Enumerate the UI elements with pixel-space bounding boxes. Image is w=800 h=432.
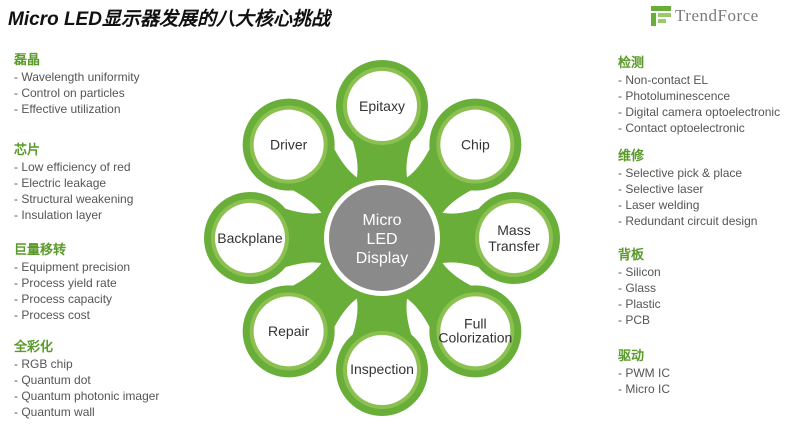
- section-heading: 驱动: [618, 348, 645, 363]
- list-item: - Photoluminescence: [618, 89, 731, 103]
- list-item: - Control on particles: [14, 86, 125, 100]
- list-item: - Contact optoelectronic: [618, 121, 745, 135]
- list-item: - Plastic: [618, 297, 661, 311]
- section-heading: 检测: [618, 55, 645, 70]
- list-item: - Laser welding: [618, 198, 700, 212]
- petal-label-full-colorization: Colorization: [438, 330, 512, 346]
- list-item: - Process yield rate: [14, 276, 117, 290]
- trendforce-logo: TrendForce: [650, 5, 759, 27]
- list-item: - Glass: [618, 281, 657, 295]
- petal-disc-full-colorization: [440, 296, 511, 367]
- page-title: Micro LED显示器发展的八大核心挑战: [8, 9, 330, 30]
- list-item: - Micro IC: [618, 382, 670, 396]
- list-item: - Low efficiency of red: [14, 160, 131, 174]
- petal-label-driver: Driver: [270, 137, 308, 153]
- section-heading: 磊晶: [14, 52, 41, 67]
- section-driver: 驱动 - PWM IC - Micro IC: [618, 348, 800, 397]
- petal-disc-driver: [253, 109, 324, 180]
- petal-disc-backplane: [215, 203, 285, 273]
- section-heading: 巨量移转: [14, 242, 67, 257]
- list-item: - Non-contact EL: [618, 73, 709, 87]
- petal-label-mass-transfer: Mass: [497, 222, 530, 238]
- logo-text: TrendForce: [675, 6, 759, 25]
- list-item: - Process capacity: [14, 292, 113, 306]
- petal-label-full-colorization: Full: [464, 316, 487, 332]
- list-item: - Redundant circuit design: [618, 214, 758, 228]
- petal-label-epitaxy: Epitaxy: [359, 98, 405, 114]
- petal-disc-epitaxy: [347, 71, 417, 141]
- section-heading: 全彩化: [14, 339, 54, 354]
- petal-label-repair: Repair: [268, 323, 310, 339]
- list-item: - Quantum wall: [14, 405, 95, 419]
- list-item: - Process cost: [14, 308, 91, 322]
- list-item: - Silicon: [618, 265, 661, 279]
- center-label: Display: [356, 250, 408, 267]
- petal-disc-mass-transfer: [479, 203, 549, 273]
- list-item: - RGB chip: [14, 357, 73, 371]
- section-chip: 芯片 - Low efficiency of red - Electric le…: [14, 142, 224, 223]
- section-full-color: 全彩化 - RGB chip - Quantum dot - Quantum p…: [14, 339, 224, 420]
- center-label: Micro: [362, 212, 401, 229]
- list-item: - Selective pick & place: [618, 166, 743, 180]
- list-item: - Effective utilization: [14, 102, 121, 116]
- petal-bulbs: EpitaxyChipMassTransferFullColorizationI…: [204, 60, 560, 416]
- petal-label-inspection: Inspection: [350, 361, 414, 377]
- center-hub: [329, 185, 435, 291]
- section-repair: 维修 - Selective pick & place - Selective …: [618, 148, 800, 229]
- list-item: - Quantum photonic imager: [14, 389, 160, 403]
- petal-label-chip: Chip: [461, 137, 490, 153]
- section-heading: 维修: [618, 148, 645, 163]
- section-backplane: 背板 - Silicon - Glass - Plastic - PCB: [618, 247, 800, 328]
- list-item: - PWM IC: [618, 366, 670, 380]
- list-item: - Digital camera optoelectronic: [618, 105, 781, 119]
- list-item: - Quantum dot: [14, 373, 91, 387]
- list-item: - Selective laser: [618, 182, 704, 196]
- petal-label-mass-transfer: Transfer: [488, 238, 540, 254]
- petal-disc-inspection: [347, 335, 417, 405]
- petal-label-backplane: Backplane: [217, 230, 283, 246]
- list-item: - PCB: [618, 313, 651, 327]
- section-inspection: 检测 - Non-contact EL - Photoluminescence …: [618, 55, 800, 136]
- petal-disc-chip: [440, 109, 511, 180]
- trendforce-logo-icon: [651, 6, 671, 26]
- list-item: - Equipment precision: [14, 260, 131, 274]
- section-mass-transfer: 巨量移转 - Equipment precision - Process yie…: [14, 242, 224, 323]
- section-heading: 芯片: [14, 142, 41, 157]
- petal-disc-repair: [253, 296, 324, 367]
- section-epitaxy-wafer: 磊晶 - Wavelength uniformity - Control on …: [14, 52, 224, 117]
- list-item: - Structural weakening: [14, 192, 134, 206]
- section-heading: 背板: [618, 247, 645, 262]
- center-label: LED: [366, 231, 397, 248]
- list-item: - Wavelength uniformity: [14, 70, 140, 84]
- list-item: - Electric leakage: [14, 176, 107, 190]
- list-item: - Insulation layer: [14, 208, 103, 222]
